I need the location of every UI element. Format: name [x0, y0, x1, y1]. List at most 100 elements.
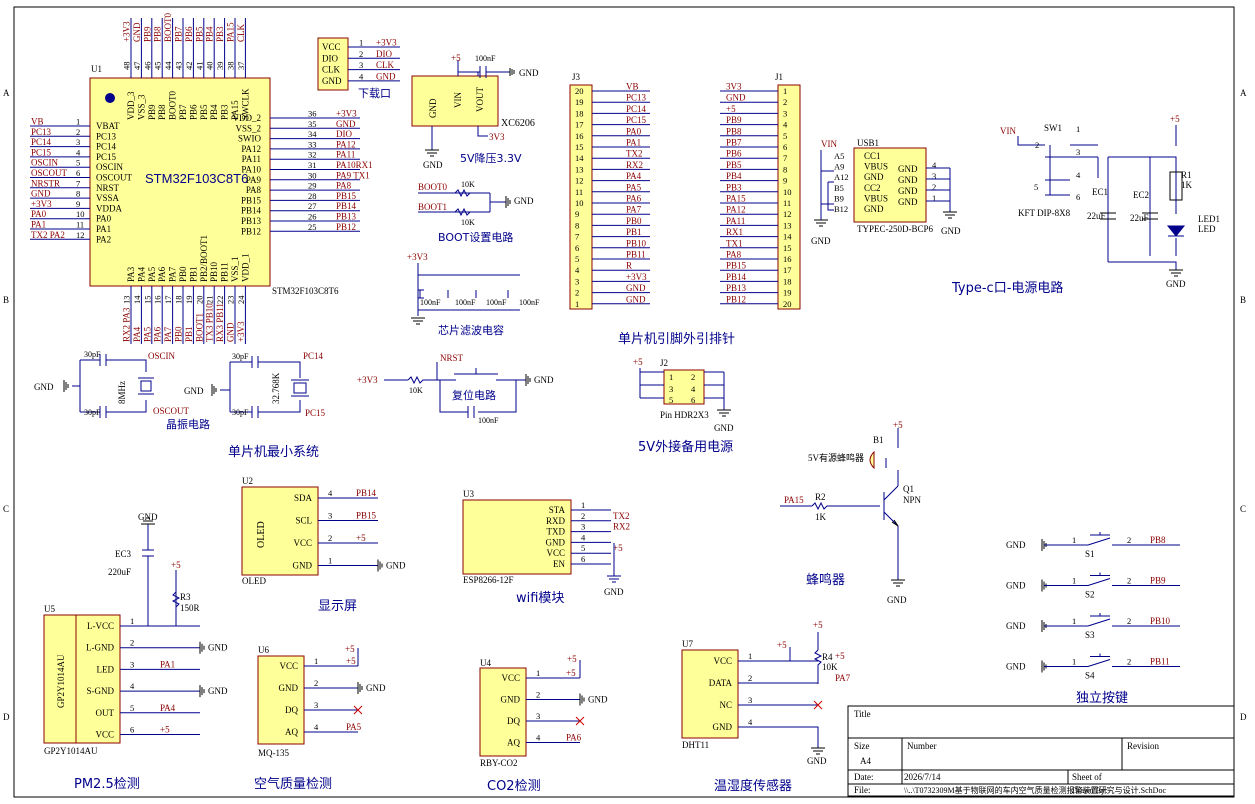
oled-name: OLED: [256, 521, 267, 548]
u1-pin-name: VDD_1: [240, 254, 250, 283]
header-pin-num: 14: [783, 232, 792, 242]
pwr-pin-3: 3: [1076, 147, 1080, 157]
u1-pin-name: OSCOUT: [96, 173, 133, 183]
header-pin-num: 13: [575, 164, 584, 174]
sensor-pin-num: 4: [581, 532, 586, 542]
ldo-chip: [411, 75, 499, 127]
u1-pin-num: 24: [236, 295, 246, 304]
j2-p6: 6: [691, 395, 695, 405]
u1-pin-net: PB3: [215, 26, 225, 42]
sensor-pin-name: L-GND: [86, 643, 114, 653]
ground-label: GND: [208, 643, 228, 653]
key-gnd-label: GND: [1006, 540, 1026, 550]
u1-pin-num: 23: [226, 296, 236, 305]
u1-pin-name: VDD_2: [233, 113, 262, 123]
header-pin-net: PA7: [626, 205, 642, 215]
u1-pin-name: PA10: [241, 165, 261, 175]
mq-footer: MQ-135: [258, 748, 289, 758]
u1-pin-name: PB7: [178, 104, 188, 120]
pwr-pin-6: 6: [1076, 192, 1080, 202]
u1-pin-num: 21: [205, 296, 215, 305]
sensor-pin-num: 2: [748, 673, 752, 683]
sensor-pin-name: GND: [279, 683, 299, 693]
pm25-rv: 150R: [180, 603, 200, 613]
u1-pin-net: GND: [336, 119, 356, 129]
dht-r: R4: [822, 652, 833, 662]
key-gnd-label: GND: [1006, 621, 1026, 631]
key-pin2: 2: [1127, 616, 1131, 626]
sensor-pin-name: L-VCC: [87, 621, 114, 631]
header-pin-net: PB0: [626, 216, 642, 226]
header-pin-net: PB11: [626, 250, 646, 260]
header-pin-num: 1: [575, 299, 579, 309]
sensor-pin-net: +5: [346, 656, 356, 666]
download-pin-name: VCC: [322, 42, 341, 52]
pwr-ec2v: 22uF: [1130, 213, 1149, 223]
u1-pin-num: 45: [153, 62, 163, 71]
download-pin-net: CLK: [376, 60, 395, 70]
header-pin-net: VB: [626, 82, 639, 92]
usb-pin-name: GND: [898, 164, 918, 174]
sensor-pin-name: NC: [719, 700, 732, 710]
key-gnd-label: GND: [1006, 581, 1026, 591]
co2-vcc: +5: [567, 654, 577, 664]
u1-pin-net: +3V3: [31, 199, 52, 209]
header-pin-num: 12: [575, 176, 584, 186]
crystal-gnd-1: GND: [34, 382, 54, 392]
u1-pin-num: 2: [76, 127, 80, 137]
header-pin-num: 10: [783, 187, 792, 197]
u1-pin-net: PA6: [153, 326, 163, 342]
pm25-vcc: +5: [171, 560, 181, 570]
u1-pin-name: PA6: [157, 266, 167, 282]
pm25-ecv: 220uF: [108, 567, 131, 577]
u1-pin-num: 36: [308, 109, 317, 119]
u1-pin-num: 48: [122, 62, 132, 71]
u1-pin-net: OSCIN: [31, 158, 59, 168]
u1-pin-name: PC15: [96, 152, 117, 162]
buzzer-ref: B1: [873, 435, 884, 445]
u1-pin-num: 17: [163, 296, 173, 305]
usb-pin-name: GND: [898, 197, 918, 207]
u1-pin-net: PA11: [336, 150, 355, 160]
u1-pin-name: PA1: [96, 224, 111, 234]
usb-pin-num: A9: [834, 162, 844, 172]
sensor-pin-num: 5: [581, 543, 585, 553]
u1-pin-num: 6: [76, 168, 80, 178]
ground-symbol: [377, 559, 383, 572]
sensor-pin-name: DATA: [709, 678, 733, 688]
reset-vcc: +3V3: [357, 375, 378, 385]
header-pin-num: 15: [783, 243, 792, 253]
row-label-b-right: B: [1240, 295, 1246, 305]
header-pin-net: PB9: [726, 115, 742, 125]
u1-pin-name: VSSA: [96, 193, 120, 203]
u1-pin-num: 32: [308, 150, 317, 160]
header-pin-net: PB6: [726, 149, 742, 159]
sensor-pin-net: +5: [160, 725, 170, 735]
u1-pin-num: 7: [76, 178, 80, 188]
ldo-vin: +5: [451, 53, 461, 63]
header-pin-net: PA1: [626, 138, 641, 148]
ldo-cap: 100nF: [475, 54, 496, 63]
u1-pin-net: PB4: [205, 26, 215, 42]
j1-header: [777, 84, 801, 310]
header-pin-net: PA5: [626, 182, 642, 192]
pwr-pin-4: 4: [1076, 170, 1081, 180]
sensor-pin-net: +5: [566, 668, 576, 678]
u1-pin-net: +3V3: [336, 109, 357, 119]
key-switch: [1044, 653, 1180, 667]
sensor-pin-net: PA4: [160, 703, 176, 713]
u1-pin-num: 4: [76, 147, 81, 157]
u1-pin-net: PB0: [174, 326, 184, 342]
u1-pin-name: PA15: [230, 100, 240, 120]
key-pin1: 1: [1072, 657, 1076, 667]
header-pin-net: PB15: [726, 261, 747, 271]
pm25-ref: U5: [44, 604, 55, 614]
usb-part: TYPEC-250D-BCP6: [857, 224, 934, 234]
sensor-pin-num: 4: [328, 488, 333, 498]
reset-net: NRST: [440, 353, 464, 363]
sheet-border: [13, 6, 1235, 798]
